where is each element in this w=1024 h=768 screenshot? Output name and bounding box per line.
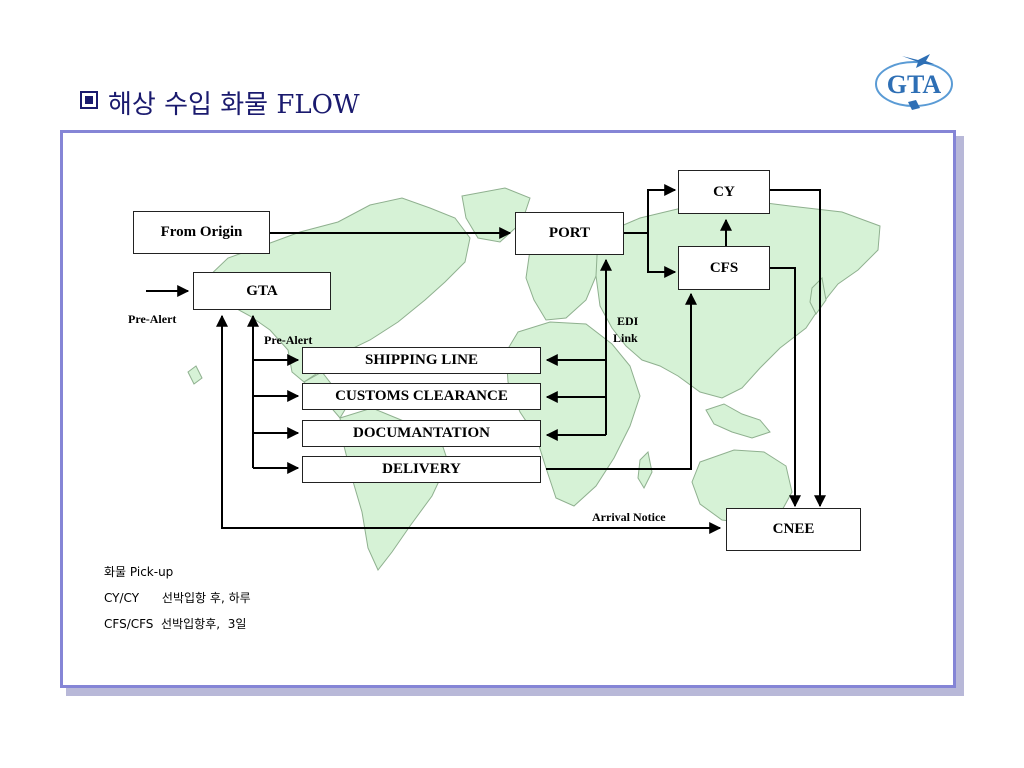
small-island	[187, 365, 203, 385]
arrow-cfs-to-cnee	[770, 267, 801, 508]
page-title: 해상 수입 화물 FLOW	[80, 84, 360, 121]
square-bullet-icon	[80, 91, 98, 109]
edi-label: EDI	[617, 314, 639, 328]
port-box: PORT	[515, 212, 624, 255]
customs-clearance-box: CUSTOMS CLEARANCE	[302, 383, 541, 410]
southeast-asia-islands	[705, 403, 771, 439]
edi-link-label: Link	[613, 331, 638, 345]
arrival-notice-label: Arrival Notice	[592, 510, 666, 524]
airplane-icon	[902, 54, 934, 68]
arrow-port-to-cy	[624, 184, 677, 234]
cnee-box: CNEE	[726, 508, 861, 551]
pre-alert-label-left: Pre-Alert	[128, 312, 177, 326]
ship-icon	[908, 100, 920, 110]
asia-continent	[595, 199, 881, 399]
pickup-cy-line: CY/CY 선박입항 후, 하루	[104, 591, 251, 605]
cy-box: CY	[678, 170, 770, 214]
cfs-box: CFS	[678, 246, 770, 290]
delivery-box: DELIVERY	[302, 456, 541, 483]
arrow-port-to-cfs	[647, 233, 677, 278]
from-origin-box: From Origin	[133, 211, 270, 254]
arrow-arrival-notice	[216, 314, 722, 534]
gta-box: GTA	[193, 272, 331, 310]
connectors	[146, 184, 826, 534]
pickup-heading: 화물 Pick-up	[104, 565, 174, 579]
arrow-cy-to-cnee	[770, 189, 826, 508]
documantation-box: DOCUMANTATION	[302, 420, 541, 447]
gta-logo: GTA	[875, 54, 953, 110]
logo-text: GTA	[887, 70, 942, 99]
pre-alert-label-mid: Pre-Alert	[264, 333, 313, 347]
pickup-cfs-line: CFS/CFS 선박입항후, 3일	[104, 617, 247, 631]
page-title-text: 해상 수입 화물 FLOW	[108, 90, 360, 120]
shipping-line-box: SHIPPING LINE	[302, 347, 541, 374]
